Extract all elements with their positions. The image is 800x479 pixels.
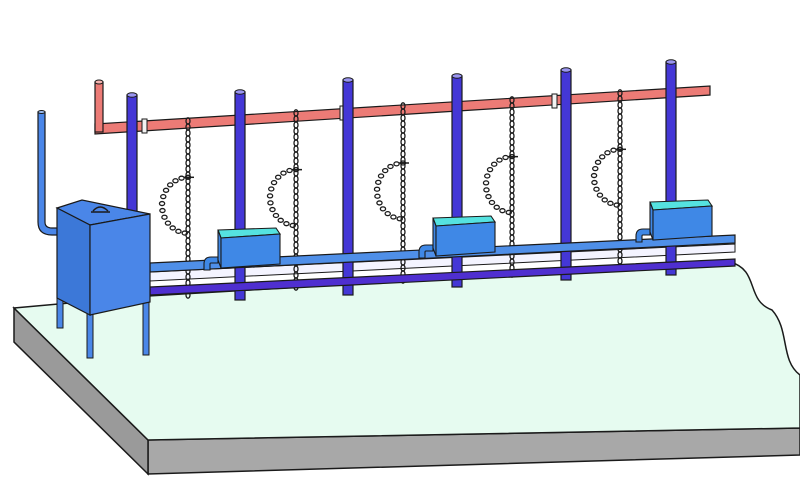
stall-post-cap [234, 89, 246, 95]
chain-link [373, 186, 381, 192]
trough-front [652, 205, 713, 241]
chain-link [169, 225, 176, 231]
trough-pipe [203, 256, 219, 271]
chain-link [270, 179, 278, 186]
tank-side-left [56, 207, 91, 316]
chain-link [178, 175, 185, 181]
chain-link [375, 179, 382, 185]
trough-pipe [635, 228, 651, 243]
chain-link [598, 154, 606, 160]
tank-feed-pipe [37, 111, 59, 236]
trough-front [220, 233, 281, 269]
chain-link [289, 222, 296, 229]
chain-link [379, 206, 387, 212]
stall-post-cap [451, 73, 463, 79]
chain-link [377, 173, 385, 179]
chain-link [387, 163, 394, 170]
water-troughs [203, 199, 713, 271]
stall-post-cap [342, 77, 354, 83]
chain-link [160, 193, 167, 200]
chain-link [604, 150, 611, 156]
red-pipe-riser [94, 81, 104, 133]
water-trough [418, 215, 496, 259]
chain-link [164, 220, 172, 226]
chain-link [390, 214, 397, 220]
tether-chain [482, 96, 518, 278]
tank-side-front [89, 213, 151, 316]
chain-link [601, 197, 608, 203]
stall-post-cap [126, 92, 138, 98]
chain-link [493, 204, 500, 210]
stall-post-cap [560, 67, 572, 73]
chain-link [591, 179, 598, 186]
tether-chain [373, 102, 409, 284]
red-overhead-pipe [94, 79, 711, 135]
chain-link [594, 159, 602, 165]
chain-link [277, 217, 284, 223]
chain-link [613, 202, 620, 208]
chain-link [268, 186, 275, 192]
chain-link [484, 173, 491, 179]
red-pipe-coupling [141, 118, 148, 134]
chain-link [496, 157, 503, 163]
chain-link [483, 187, 490, 193]
supply-tank [37, 110, 151, 359]
chain-link [266, 193, 274, 199]
tank-feed-pipe-cap [37, 110, 46, 114]
chain-link [381, 167, 389, 174]
chain-link [166, 182, 174, 188]
chain-link [596, 192, 604, 198]
stall-posts [126, 59, 677, 301]
tank-handle [92, 206, 109, 212]
chain-link [485, 193, 492, 200]
chain-link [162, 187, 170, 193]
chain-link [490, 161, 498, 167]
trough-pipe [418, 244, 434, 259]
stall-post [234, 91, 246, 301]
chain-link [593, 186, 600, 192]
tether-chains [158, 89, 626, 299]
chain-link [158, 200, 166, 207]
chain-link [396, 216, 403, 222]
water-trough [635, 199, 713, 243]
chain-link [175, 228, 182, 234]
water-trough [203, 227, 281, 271]
chain-link [590, 172, 598, 179]
chain-link [172, 178, 179, 184]
trough-front [435, 221, 496, 257]
chain-link [607, 200, 614, 206]
chain-link [610, 147, 617, 153]
stall-post-cap [665, 59, 677, 65]
chain-link [269, 206, 276, 213]
red-pipe-coupling [551, 93, 558, 109]
chain-link [499, 208, 506, 214]
chain-link [393, 161, 400, 167]
chain-link [482, 180, 490, 186]
floor-top [12, 261, 800, 441]
chain-link [374, 193, 381, 199]
chain-link [486, 166, 494, 173]
floor-slab [12, 261, 800, 476]
chain-link [274, 174, 282, 180]
chain-link [181, 230, 188, 236]
chain-link [592, 165, 599, 172]
chain-link [272, 212, 280, 219]
chain-link [488, 199, 496, 206]
tether-chain [158, 117, 194, 299]
chain-link [280, 170, 287, 176]
chain-link [283, 221, 290, 227]
chain-link [376, 200, 383, 206]
chain-link [267, 200, 274, 206]
red-pipe-riser-cap [94, 79, 104, 85]
chain-link [159, 207, 166, 214]
chain-link [161, 214, 168, 220]
chain-link [384, 211, 391, 217]
chain-link [286, 167, 293, 174]
tether-chain [590, 89, 626, 271]
chain-link [505, 209, 512, 216]
chain-link [502, 154, 509, 161]
